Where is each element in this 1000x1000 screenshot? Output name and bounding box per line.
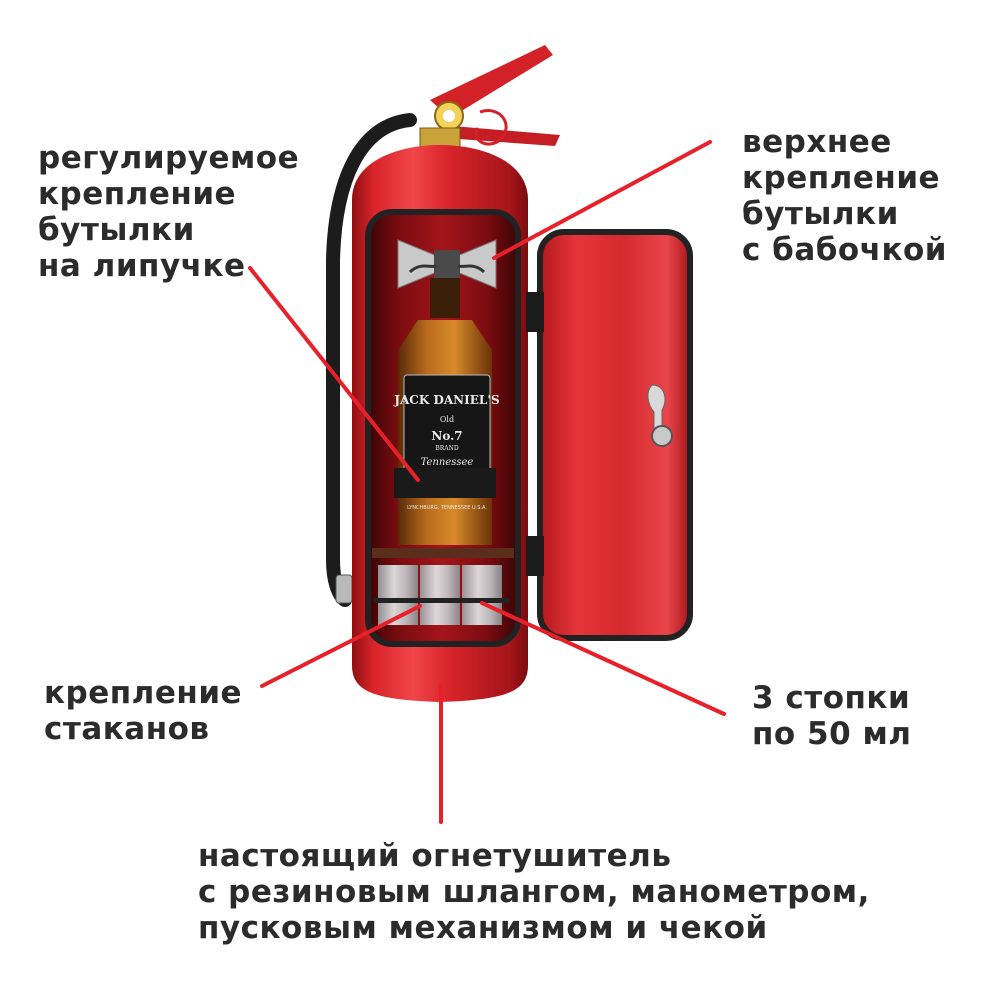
svg-text:JACK DANIEL'S: JACK DANIEL'S bbox=[393, 393, 499, 407]
label-line: бутылки bbox=[38, 212, 195, 248]
glass-holder-rail bbox=[374, 598, 510, 603]
pointer-top bbox=[492, 140, 712, 260]
label-line: верхнее bbox=[742, 124, 892, 160]
label-line: настоящий огнетушитель bbox=[198, 838, 672, 874]
bow-tie-holder bbox=[397, 239, 497, 289]
label-line: пусковым механизмом и чекой bbox=[198, 910, 768, 946]
cabinet-door bbox=[526, 229, 693, 641]
label-line: крепление bbox=[742, 160, 941, 196]
svg-text:BRAND: BRAND bbox=[435, 445, 459, 452]
label-line: с резиновым шлангом, манометром, bbox=[198, 874, 870, 910]
label-line: крепление bbox=[44, 675, 243, 711]
label-line: регулируемое bbox=[38, 140, 300, 176]
label-line: стаканов bbox=[44, 711, 210, 747]
label-glass-mount: крепление стаканов bbox=[44, 675, 242, 747]
label-shots: 3 стопки по 50 мл bbox=[752, 680, 911, 752]
label-real-extinguisher: настоящий огнетушитель с резиновым шланг… bbox=[198, 838, 870, 946]
safety-pin-ring bbox=[474, 109, 508, 146]
svg-text:Old: Old bbox=[440, 415, 454, 424]
door-hinge-bottom bbox=[526, 536, 544, 576]
carry-handle bbox=[440, 125, 560, 146]
label-top-bottle-mount: верхнее крепление бутылки с бабочкой bbox=[742, 124, 947, 268]
label-adjustable-bottle-mount: регулируемое крепление бутылки на липучк… bbox=[38, 140, 299, 284]
door-hinge-top bbox=[526, 292, 544, 332]
label-line: крепление bbox=[38, 176, 237, 212]
svg-text:LYNCHBURG, TENNESSEE U.S.A.: LYNCHBURG, TENNESSEE U.S.A. bbox=[407, 505, 487, 511]
label-line: с бабочкой bbox=[742, 232, 948, 268]
shelf bbox=[372, 548, 514, 558]
velcro-strap bbox=[394, 468, 496, 498]
label-line: бутылки bbox=[742, 196, 899, 232]
svg-text:No.7: No.7 bbox=[431, 429, 462, 443]
hose-nozzle bbox=[335, 574, 353, 604]
pointer-shots bbox=[480, 601, 726, 716]
pointer-lines bbox=[248, 140, 726, 824]
door-lock bbox=[651, 425, 673, 447]
label-line: на липучке bbox=[38, 248, 246, 284]
whisky-bottle: JACK DANIEL'S Old No.7 BRAND Tennessee L… bbox=[393, 278, 500, 545]
svg-text:Tennessee: Tennessee bbox=[421, 457, 474, 468]
label-line: 3 стопки bbox=[752, 680, 911, 716]
shot-glasses bbox=[374, 565, 510, 625]
label-line: по 50 мл bbox=[752, 716, 912, 752]
trigger-lever bbox=[430, 45, 553, 118]
pointer-adjustable bbox=[248, 266, 420, 482]
pointer-glasses bbox=[260, 604, 422, 688]
